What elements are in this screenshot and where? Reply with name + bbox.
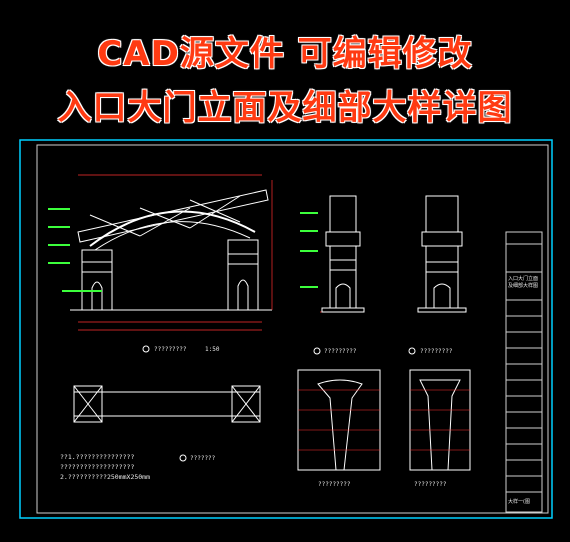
promo-title-line1: CAD源文件 可编辑修改: [97, 34, 473, 74]
note-line: ???????????????????: [60, 463, 135, 471]
promo-title-line2: 入口大门立面及细部大样详图: [57, 88, 513, 128]
main-gate-elevation: [70, 189, 272, 311]
dimension-lines: [78, 174, 462, 331]
plan-view: [73, 385, 261, 423]
side-elevation-1: [321, 195, 365, 313]
annotation-labels: [48, 208, 318, 292]
title-block-project-name: 入口大门立面及细部大样图: [508, 276, 539, 289]
sheet-outer-border: [19, 139, 553, 519]
side-elevation-2: [417, 195, 467, 313]
svg-text:???????: ???????: [190, 455, 216, 462]
svg-text:?????????: ?????????: [414, 481, 447, 488]
detail-grid: [298, 389, 470, 451]
drawing-notes: ??1.??????????????? ??????????????????? …: [60, 452, 150, 482]
title-block: [505, 231, 543, 513]
sheet-inner-border: [36, 144, 549, 514]
note-line: 2.??????????250mmX250mm: [60, 473, 151, 481]
svg-text:?????????: ?????????: [420, 348, 453, 355]
section-labels: ????????? 1:50 ????????? ????????? ??????…: [142, 345, 453, 488]
svg-text:1:50: 1:50: [205, 346, 220, 353]
detail-drawings: [297, 369, 471, 471]
note-line: ??1.???????????????: [60, 453, 135, 461]
svg-text:?????????: ?????????: [324, 348, 357, 355]
svg-text:?????????: ?????????: [154, 346, 187, 353]
svg-text:?????????: ?????????: [318, 481, 351, 488]
title-block-sheet-label: 大样一(图: [508, 499, 530, 505]
